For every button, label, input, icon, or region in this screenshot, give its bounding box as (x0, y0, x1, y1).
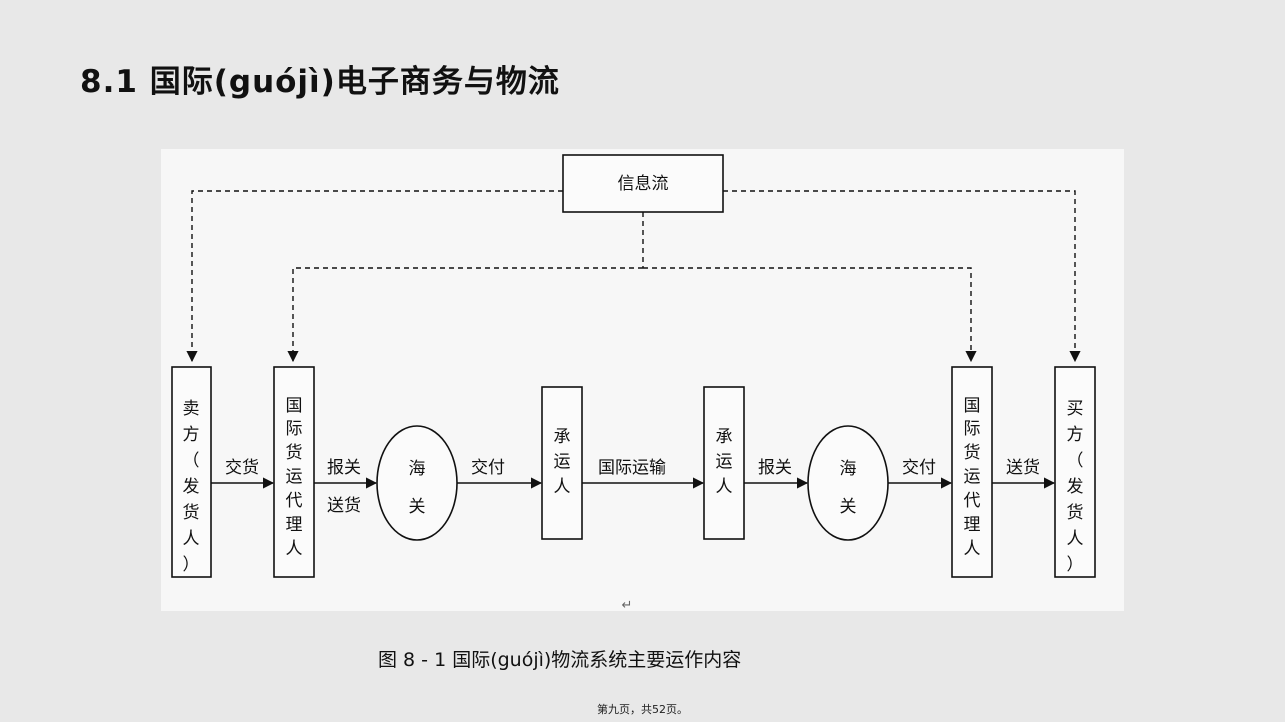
svg-text:承: 承 (716, 427, 733, 447)
svg-text:关: 关 (409, 497, 426, 517)
logistics-diagram: 信息流 卖 方 （ 发 货 人 ） 国 (161, 149, 1124, 611)
info-flow-node: 信息流 (562, 154, 724, 213)
return-mark: ↵ (622, 598, 633, 611)
svg-text:人: 人 (1067, 529, 1084, 549)
svg-text:代: 代 (964, 491, 981, 511)
svg-text:货: 货 (964, 443, 981, 463)
svg-text:货: 货 (286, 443, 303, 463)
svg-text:海: 海 (840, 459, 857, 479)
seller-label: 卖 方 （ 发 货 人 ） (183, 399, 200, 575)
svg-text:方: 方 (1067, 425, 1084, 445)
svg-text:代: 代 (286, 491, 303, 511)
svg-text:人: 人 (286, 539, 303, 559)
info-line-to-forwarder-right (643, 267, 977, 363)
page-footer: 第九页，共52页。 (597, 703, 688, 716)
svg-text:人: 人 (716, 477, 733, 497)
svg-text:国: 国 (964, 396, 981, 416)
forwarder-left-node: 国 际 货 运 代 理 人 (273, 366, 315, 578)
svg-text:方: 方 (183, 425, 200, 445)
svg-text:国: 国 (286, 396, 303, 416)
label-send-goods: 送货 (327, 496, 361, 516)
buyer-label: 买 方 （ 发 货 人 ） (1067, 399, 1084, 575)
svg-text:运: 运 (964, 467, 981, 487)
slide-title: 8.1 国际(guójì)电子商务与物流 (80, 64, 560, 100)
forwarder-right-label: 国 际 货 运 代 理 人 (964, 396, 981, 559)
info-line-to-seller (186, 190, 563, 363)
svg-text:）: ） (183, 555, 200, 575)
svg-text:海: 海 (409, 459, 426, 479)
label-declare: 报关 (327, 458, 361, 478)
label-intl-transport: 国际运输 (598, 458, 666, 478)
customs-right-node: 海 关 (807, 425, 889, 541)
carrier-right-node: 承 运 人 (703, 386, 745, 540)
forwarder-left-label: 国 际 货 运 代 理 人 (286, 396, 303, 559)
forwarder-right-node: 国 际 货 运 代 理 人 (951, 366, 993, 578)
info-flow-dashed-lines (186, 190, 1081, 363)
svg-text:运: 运 (286, 467, 303, 487)
svg-text:货: 货 (1067, 503, 1084, 523)
info-line-to-forwarder-left (287, 267, 643, 363)
label-declare-right: 报关 (758, 458, 792, 478)
label-send-goods-right: 送货 (1006, 458, 1040, 478)
svg-text:运: 运 (554, 452, 571, 472)
svg-text:）: ） (1067, 555, 1084, 575)
label-hand-over-right: 交付 (902, 458, 936, 478)
diagram-canvas: 信息流 卖 方 （ 发 货 人 ） 国 (171, 154, 1096, 611)
svg-text:理: 理 (286, 515, 303, 535)
svg-text:卖: 卖 (183, 399, 200, 419)
svg-text:（: （ (183, 451, 200, 471)
svg-text:（: （ (1067, 451, 1084, 471)
svg-text:人: 人 (964, 539, 981, 559)
svg-text:发: 发 (183, 477, 200, 497)
svg-text:关: 关 (840, 497, 857, 517)
customs-left-node: 海 关 (376, 425, 458, 541)
svg-text:承: 承 (554, 427, 571, 447)
info-flow-label: 信息流 (618, 174, 669, 194)
carrier-left-node: 承 运 人 (541, 386, 583, 540)
svg-text:际: 际 (964, 419, 981, 439)
buyer-node: 买 方 （ 发 货 人 ） (1054, 366, 1096, 578)
label-hand-over-left: 交付 (471, 458, 505, 478)
figure-caption: 图 8 - 1 国际(guójì)物流系统主要运作内容 (378, 649, 742, 671)
svg-text:买: 买 (1067, 399, 1084, 419)
svg-text:发: 发 (1067, 477, 1084, 497)
seller-node: 卖 方 （ 发 货 人 ） (171, 366, 212, 578)
svg-text:运: 运 (716, 452, 733, 472)
info-line-to-buyer (723, 190, 1081, 363)
svg-text:际: 际 (286, 419, 303, 439)
svg-text:理: 理 (964, 515, 981, 535)
label-deliver-goods: 交货 (225, 458, 259, 478)
svg-text:人: 人 (554, 477, 571, 497)
svg-text:人: 人 (183, 529, 200, 549)
edge-labels: 交货 报关 送货 交付 国际运输 报关 交付 送货 (225, 458, 1040, 516)
svg-text:货: 货 (183, 503, 200, 523)
